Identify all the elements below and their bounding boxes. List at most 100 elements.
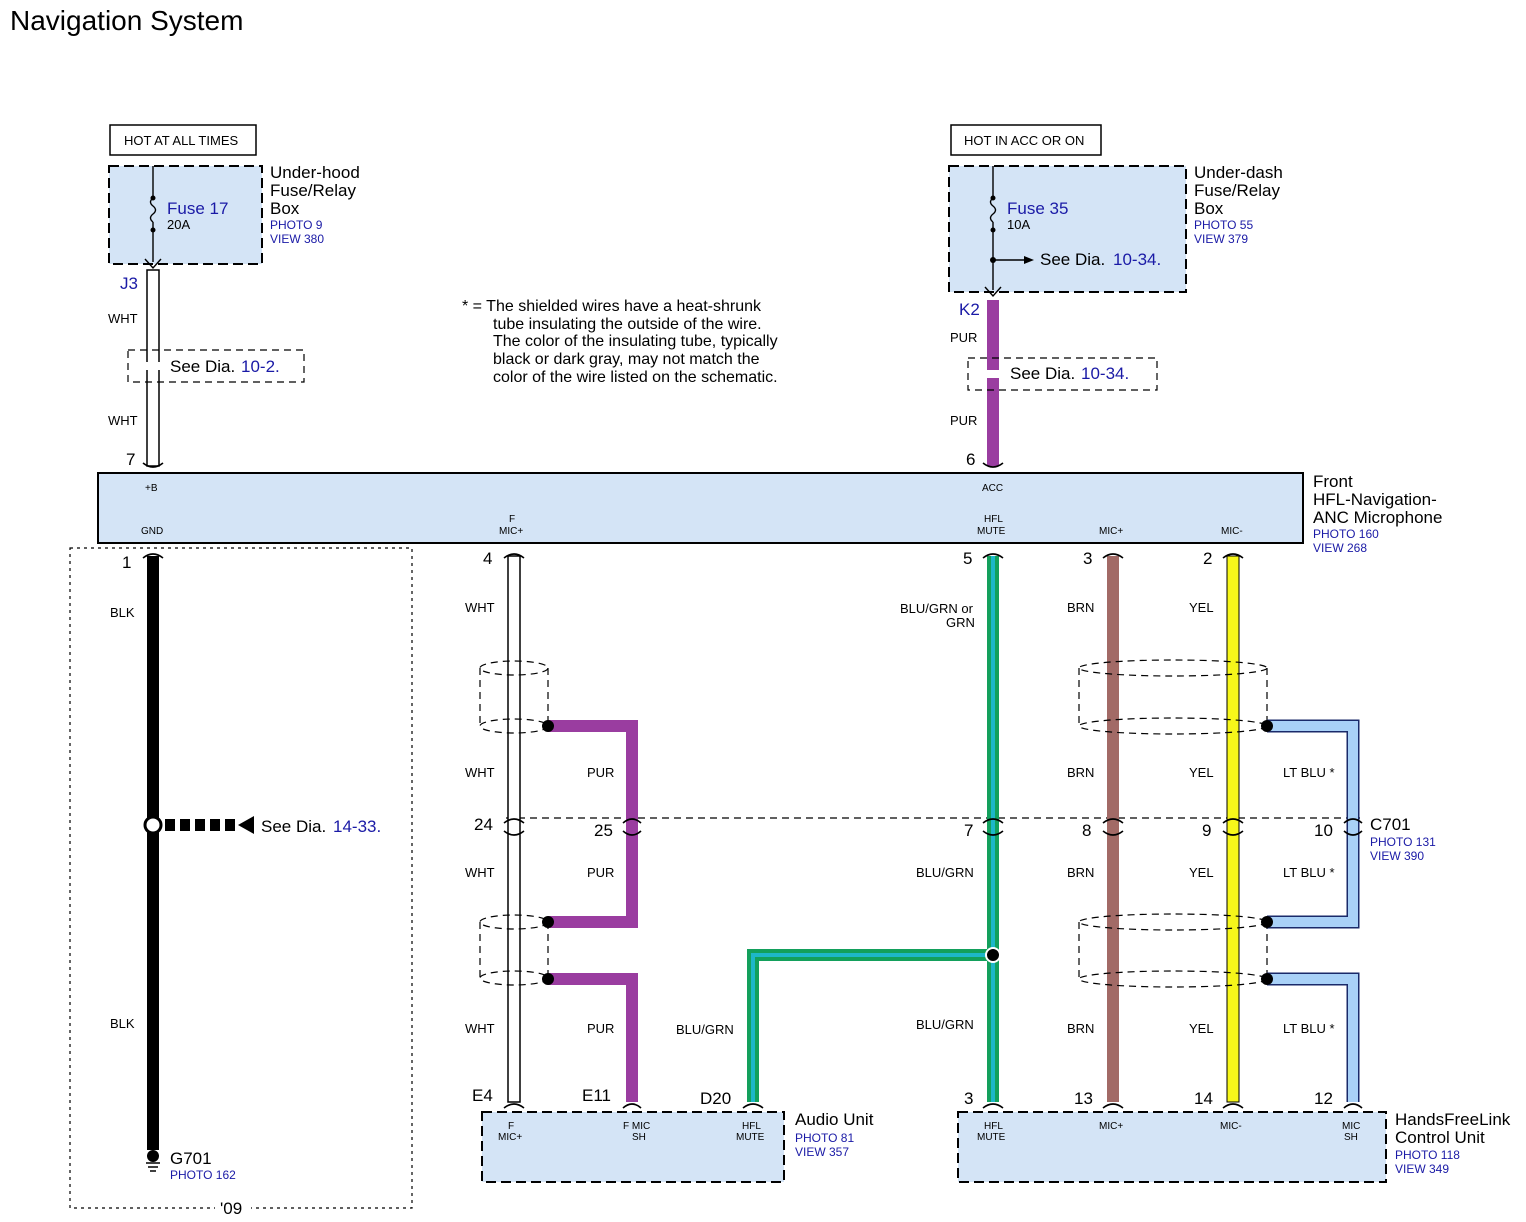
pin-3-hfl: 3 — [964, 1089, 973, 1108]
wire-color-pur-4: PUR — [587, 865, 614, 880]
wht-fmic-wire — [507, 555, 521, 1103]
see-dia-14-33-link[interactable]: 14-33. — [333, 817, 381, 836]
hfl-unit-box — [957, 1111, 1387, 1183]
see-dia-10-34-prefix[interactable]: See Dia. — [1010, 364, 1075, 383]
arrow-down-icon — [144, 258, 162, 270]
audio-unit-photo: PHOTO 81 — [795, 1131, 854, 1145]
pin-label-f: F — [509, 514, 515, 525]
see-dia-10-34-link[interactable]: 10-34. — [1081, 364, 1129, 383]
hfl-unit-view: VIEW 349 — [1395, 1162, 1449, 1176]
audio-unit-box — [481, 1111, 785, 1183]
arrow-down-icon — [984, 286, 1002, 298]
ltblu-shield-wire-top — [1267, 719, 1360, 929]
wire-color-ltblu-3: LT BLU * — [1283, 1021, 1335, 1036]
hfl-pin-mute: MUTE — [977, 1132, 1006, 1143]
ground-symbol-icon — [146, 1150, 160, 1172]
pin-label-mic-plus: MIC+ — [499, 526, 523, 537]
right-supply: HOT IN ACC OR ON Fuse 35 10A See Dia. 10… — [948, 124, 1283, 469]
note-line-3: The color of the insulating tube, typica… — [493, 333, 778, 350]
terminal-j3: J3 — [120, 274, 138, 293]
pin-1: 1 — [122, 553, 131, 572]
micm-wire-group: 2 YEL YEL YEL YEL 9 14 — [1189, 549, 1240, 1108]
wire-color-brn-2: BRN — [1067, 765, 1094, 780]
see-dia-10-2-link[interactable]: 10-2. — [241, 357, 280, 376]
pur-supply-wire — [987, 300, 999, 466]
microphone-box — [97, 472, 1304, 544]
hfl-pin-sh: SH — [1344, 1132, 1358, 1143]
fuse-17-icon — [149, 197, 157, 223]
wire-color-wht-6: WHT — [465, 1021, 495, 1036]
hot-in-acc-label: HOT IN ACC OR ON — [964, 133, 1084, 148]
audio-unit-view: VIEW 357 — [795, 1145, 849, 1159]
wire-color-wht-2: WHT — [108, 413, 138, 428]
pin-24: 24 — [474, 815, 493, 834]
microphone-unit: +B ACC GND F MIC+ HFL MUTE MIC+ MIC- Fro… — [97, 472, 1442, 555]
splice-arrow-icon — [165, 816, 254, 834]
shield-wire-group: PUR PUR PUR 25 E11 — [542, 720, 638, 1105]
ground-dotted-frame — [69, 547, 413, 1209]
pin-12: 12 — [1314, 1089, 1333, 1108]
terminal-ticks — [142, 462, 1363, 1109]
fuse-35-label: Fuse 35 — [1007, 199, 1068, 218]
pin-label-gnd: GND — [141, 526, 163, 537]
under-hood-label-1: Under-hood — [270, 163, 360, 182]
under-hood-fuse-box — [108, 165, 263, 265]
wire-color-ltblu-1: LT BLU * — [1283, 765, 1335, 780]
wire-color-yel-4: YEL — [1189, 1021, 1214, 1036]
audio-pin-hfl: HFL — [742, 1121, 761, 1132]
pin-9: 9 — [1202, 821, 1211, 840]
year-tag: '09 — [220, 1199, 242, 1218]
pin-label-mute: MUTE — [977, 526, 1006, 537]
note-line-2: tube insulating the outside of the wire. — [493, 316, 762, 333]
wire-color-blk-1: BLK — [110, 605, 135, 620]
pur-shield-wire-bottom — [548, 973, 638, 1102]
under-dash-label-3: Box — [1194, 199, 1224, 218]
wire-color-ltblu-2: LT BLU * — [1283, 865, 1335, 880]
wire-color-pur-2: PUR — [950, 413, 977, 428]
see-dia-10-34-inner-prefix[interactable]: See Dia. — [1040, 250, 1105, 269]
pin-6: 6 — [966, 450, 975, 469]
hot-at-all-times-label: HOT AT ALL TIMES — [124, 133, 238, 148]
note-line-1: * = The shielded wires have a heat-shrun… — [462, 298, 762, 315]
wire-color-blugrn-3: BLU/GRN — [916, 865, 974, 880]
pin-label-micp: MIC+ — [1099, 526, 1123, 537]
pin-label-micm: MIC- — [1221, 526, 1243, 537]
fuse-17-amps: 20A — [167, 217, 190, 232]
hfl-mute-wire-group: 5 BLU/GRN or GRN BLU/GRN BLU/GRN BLU/GRN… — [676, 549, 1001, 1108]
wire-color-wht-3: WHT — [465, 600, 495, 615]
wire-color-brn-4: BRN — [1067, 1021, 1094, 1036]
pin-10: 10 — [1314, 821, 1333, 840]
see-dia-10-34-inner-link[interactable]: 10-34. — [1113, 250, 1161, 269]
brn-micp-wire — [1107, 556, 1119, 1102]
pin-14: 14 — [1194, 1089, 1213, 1108]
audio-unit-label: Audio Unit — [795, 1110, 874, 1129]
pin-13: 13 — [1074, 1089, 1093, 1108]
hot-at-all-times-tag — [109, 124, 257, 156]
c701-photo: PHOTO 131 — [1370, 835, 1436, 849]
see-dia-10-2-prefix[interactable]: See Dia. — [170, 357, 235, 376]
pin-7: 7 — [126, 450, 135, 469]
hfl-control-unit: HFL MUTE MIC+ MIC- MIC SH HandsFreeLink … — [957, 1110, 1511, 1183]
see-dia-14-33-prefix[interactable]: See Dia. — [261, 817, 326, 836]
note-line-5: color of the wire listed on the schemati… — [493, 369, 778, 386]
audio-unit: F MIC+ F MIC SH HFL MUTE Audio Unit PHOT… — [481, 1110, 874, 1183]
wire-color-pur-5: PUR — [587, 1021, 614, 1036]
microphone-label-2: HFL-Navigation- — [1313, 490, 1437, 509]
left-supply: HOT AT ALL TIMES Fuse 17 20A Under-hood … — [108, 124, 360, 469]
wire-color-brn-1: BRN — [1067, 600, 1094, 615]
yel-micm-wire — [1226, 555, 1240, 1103]
audio-pin-mute: MUTE — [736, 1132, 765, 1143]
see-dia-10-2-box — [127, 349, 305, 383]
pin-2: 2 — [1203, 549, 1212, 568]
pin-3-mic: 3 — [1083, 549, 1092, 568]
c701-break-marks — [503, 818, 1363, 836]
pin-e4: E4 — [472, 1086, 493, 1105]
c701-view: VIEW 390 — [1370, 849, 1424, 863]
blk-ground-wire — [147, 556, 159, 1150]
audio-pin-f: F — [508, 1121, 514, 1132]
under-dash-view: VIEW 379 — [1194, 232, 1248, 246]
ground-circuit: '09 1 BLK BLK See Dia. 14-33. G701 PHOTO… — [69, 547, 413, 1218]
audio-pin-micp: MIC+ — [498, 1132, 522, 1143]
pur-shield-wire-top — [548, 720, 638, 928]
